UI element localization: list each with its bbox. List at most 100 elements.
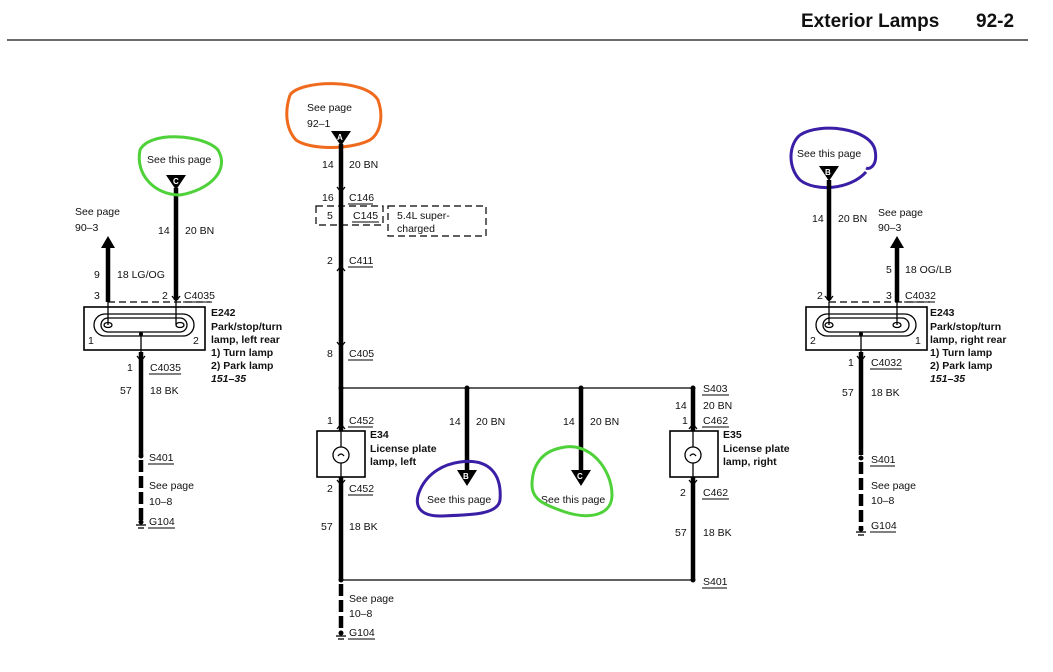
ref-letter: C — [173, 177, 179, 186]
left-lamp-circuit: C See this page 14 20 BN See page 90–3 9… — [75, 135, 282, 529]
pin-label: 2 — [162, 290, 168, 302]
splice-icon — [858, 455, 864, 461]
component-id: E35 — [723, 429, 742, 441]
annotation-circle-purple — [415, 459, 502, 518]
branch-circuit: 14 — [449, 416, 461, 428]
bulb-icon — [332, 446, 350, 464]
out-ref-1[interactable]: See page — [75, 206, 120, 218]
ref-letter: C — [577, 472, 583, 481]
connector-label: C452 — [349, 483, 374, 495]
feed-wire-label: 20 BN — [349, 159, 378, 171]
lamp-box — [83, 306, 206, 351]
ground-label: G104 — [349, 627, 375, 639]
feed-circuit: 14 — [158, 225, 170, 237]
connector-label: C145 — [353, 210, 378, 222]
connector-label: C146 — [349, 192, 374, 204]
ground-ref[interactable]: See page — [349, 593, 394, 605]
connector-ref-b-icon — [819, 166, 839, 181]
arrow-icon — [171, 295, 181, 303]
right-lamp-circuit: See this page B 14 20 BN See page 90–3 5… — [789, 126, 1006, 536]
ground-icon — [136, 519, 146, 529]
out-ref[interactable]: 90–3 — [878, 222, 902, 234]
splice-label: S401 — [871, 454, 896, 466]
ground-ref[interactable]: See page — [149, 480, 194, 492]
ref-letter: B — [825, 168, 831, 177]
option-note-box — [387, 205, 487, 237]
page-ref[interactable]: 151–35 — [930, 373, 965, 385]
ref-label[interactable]: See this page — [797, 148, 861, 160]
annotation-circle-orange — [285, 82, 383, 149]
page-number: 92-2 — [976, 11, 1015, 32]
feed-circuit: 14 — [675, 400, 687, 412]
ground-ref[interactable]: 10–8 — [871, 495, 895, 507]
component-id: E243 — [930, 307, 955, 319]
ref-label[interactable]: See this page — [147, 154, 211, 166]
branch-wire-label: 20 BN — [590, 416, 619, 428]
arrow-up-icon — [890, 236, 904, 248]
pin-label: 2 — [327, 255, 333, 267]
function-label: 1) Turn lamp — [211, 347, 273, 359]
ref-label[interactable]: See this page — [541, 494, 605, 506]
pin-label: 8 — [327, 348, 333, 360]
component-name: lamp, left rear — [211, 334, 280, 346]
ground-label: G104 — [149, 516, 175, 528]
ground-ref[interactable]: 10–8 — [149, 496, 173, 508]
option-note: charged — [397, 223, 435, 235]
pin-label: 1 — [327, 415, 333, 427]
ground-wire-label: 18 BK — [871, 387, 900, 399]
bulb-outline — [93, 313, 195, 337]
ground-ref[interactable]: See page — [871, 480, 916, 492]
pin-label: 3 — [94, 290, 100, 302]
feed-circuit: 14 — [322, 159, 334, 171]
pin-label: 16 — [322, 192, 334, 204]
lamp-box — [805, 306, 928, 351]
header-rule — [7, 39, 1028, 41]
out-ref[interactable]: See page — [878, 207, 923, 219]
feed-circuit: 14 — [812, 213, 824, 225]
connector-ref-a-icon — [331, 131, 351, 146]
bulb-icon — [684, 446, 702, 464]
component-id: E34 — [370, 429, 389, 441]
annotation-circle-green — [137, 135, 224, 197]
annotation-circle-purple — [789, 126, 878, 190]
ground-label: G104 — [871, 520, 897, 532]
connector-label: C462 — [703, 415, 728, 427]
component-name: License plate — [370, 443, 437, 455]
ground-icon — [336, 630, 346, 640]
out-circuit: 5 — [886, 264, 892, 276]
ground-circuit: 57 — [321, 521, 333, 533]
annotation-circle-green — [530, 445, 614, 518]
ref-label[interactable]: See this page — [427, 494, 491, 506]
ref-label[interactable]: See page — [307, 102, 352, 114]
splice-label: S401 — [149, 452, 174, 464]
ground-wire-label: 18 BK — [150, 385, 179, 397]
connector-label: C4032 — [905, 290, 936, 302]
ref-letter: A — [337, 133, 343, 142]
ground-wire-label: 18 BK — [703, 527, 732, 539]
ref-letter: B — [463, 472, 469, 481]
function-label: 1) Turn lamp — [930, 347, 992, 359]
ground-circuit: 57 — [842, 387, 854, 399]
component-name: lamp, right — [723, 456, 777, 468]
component-name: Park/stop/turn — [930, 321, 1001, 333]
connector-label: C4032 — [871, 357, 902, 369]
component-name: License plate — [723, 443, 790, 455]
out-ref-2[interactable]: 90–3 — [75, 222, 99, 234]
arrow-up-icon — [101, 236, 115, 248]
branch-wire-label: 20 BN — [476, 416, 505, 428]
connector-ref-c-icon — [166, 175, 186, 190]
page-ref[interactable]: 151–35 — [211, 373, 246, 385]
pin-label: 2 — [193, 335, 199, 347]
pin-label: 1 — [127, 362, 133, 374]
ground-ref[interactable]: 10–8 — [349, 608, 373, 620]
pin-label: 2 — [680, 487, 686, 499]
pin-label: 1 — [848, 357, 854, 369]
component-id: E242 — [211, 307, 236, 319]
function-label: 2) Park lamp — [211, 360, 273, 372]
ref-label[interactable]: 92–1 — [307, 118, 331, 130]
connector-ref-c-icon — [571, 470, 591, 486]
pin-label: 1 — [88, 335, 94, 347]
component-name: lamp, right rear — [930, 334, 1006, 346]
function-label: 2) Park lamp — [930, 360, 992, 372]
